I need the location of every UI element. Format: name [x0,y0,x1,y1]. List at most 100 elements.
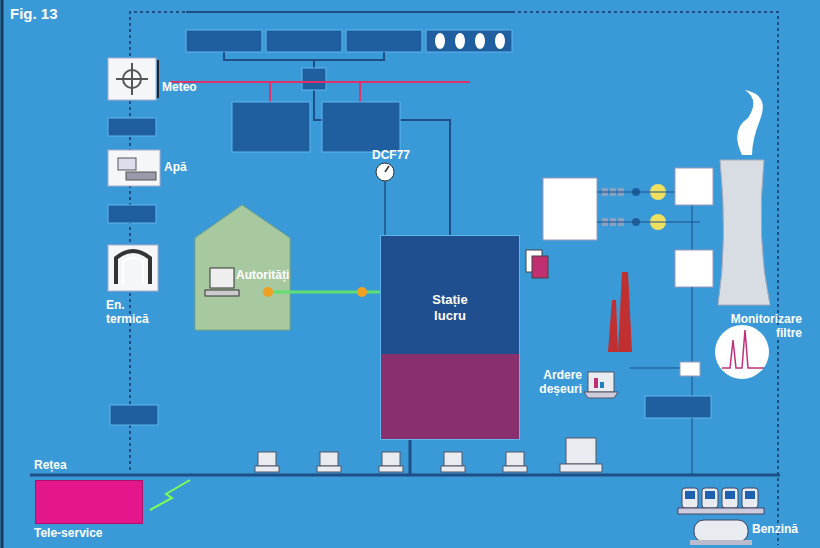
text-label: Monitorizare filtre [722,312,802,340]
authorities-house [195,205,290,330]
rect-shape [694,520,748,542]
rect-shape [258,452,276,466]
ellipse-shape [455,33,465,49]
rect-shape [108,245,158,291]
rect-shape [725,491,735,499]
rect-shape [346,30,422,52]
text-label: Ardere deșeuri [520,368,582,396]
path-shape [737,90,763,155]
rect-shape [675,250,713,287]
rect-shape [690,540,752,545]
circle-shape [376,163,394,181]
line-shape [359,82,361,102]
rect-shape [441,466,465,472]
rect-shape [685,491,695,499]
line-shape [186,11,512,13]
red-line [170,82,470,152]
rect-shape [108,118,156,136]
rect-shape [317,466,341,472]
line-shape [384,181,386,235]
line-shape [692,287,693,398]
rect-shape [532,256,548,278]
text-label: DCF77 [372,148,410,162]
rect-shape [543,178,597,240]
rect-shape [678,508,764,514]
node-text: Stație lucru [420,292,480,324]
ellipse-shape [495,33,505,49]
g-shape [116,63,148,95]
polyline-shape [512,12,778,545]
path-shape [718,160,770,305]
top-wires [224,52,450,235]
rect-shape [645,396,711,418]
rect-shape [302,68,326,90]
rect-shape [205,290,239,296]
circle-shape [357,287,367,297]
rect-shape [444,452,462,466]
path-shape [123,258,143,284]
rect-shape [118,158,136,170]
line-shape [313,90,315,98]
filter-plant [543,90,770,398]
path-shape [608,300,618,352]
rect-shape [108,205,156,223]
rect-shape [379,466,403,472]
rect-shape [702,488,718,508]
line-shape [630,368,680,369]
line-shape [1,0,4,548]
rect-shape [503,466,527,472]
incinerator [584,272,769,475]
rect-shape [566,438,596,464]
text-label: Meteo [162,80,197,94]
rect-shape [506,452,524,466]
rect-shape [210,268,234,288]
line-shape [157,60,159,98]
text-label: Autorități [236,268,289,282]
rect-shape [126,172,156,180]
line-shape [692,418,693,475]
line-shape [269,82,271,102]
left-column [108,58,160,425]
rect-shape [382,452,400,466]
line-shape [692,205,693,250]
top-bar [186,30,512,52]
connector-chain [435,33,505,49]
rect-shape [266,30,342,52]
workstation-box: Stație lucru [380,235,520,440]
text-label: Rețea [34,458,67,472]
rect-shape [320,452,338,466]
rect-shape [588,372,614,392]
rect-shape [186,30,262,52]
line-shape [385,166,389,172]
path-shape [618,272,632,352]
rect-shape [108,58,156,100]
network-pcs [255,438,602,472]
g-shape [682,488,758,508]
path-shape [722,330,764,368]
rect-shape [594,378,598,388]
rect-shape [680,362,700,376]
rect-shape [722,488,738,508]
line-shape [170,81,470,83]
figure-title: Fig. 13 [10,5,58,22]
rect-shape [232,102,310,152]
dotted-bus [130,12,778,545]
ellipse-shape [435,33,445,49]
rect-shape [560,464,602,472]
line-shape [409,440,412,475]
g-shape [685,491,755,499]
rect-shape [745,491,755,499]
line-shape [597,222,700,223]
text-label: Apă [164,160,187,174]
text-label: En. termică [106,298,166,326]
path-shape [584,392,618,398]
rect-shape [108,150,160,186]
path-shape [195,205,290,330]
node-text: Tele-service [34,526,103,540]
rect-shape [742,488,758,508]
rect-shape [322,102,400,152]
g-shape [602,188,624,226]
path-shape [150,480,190,510]
